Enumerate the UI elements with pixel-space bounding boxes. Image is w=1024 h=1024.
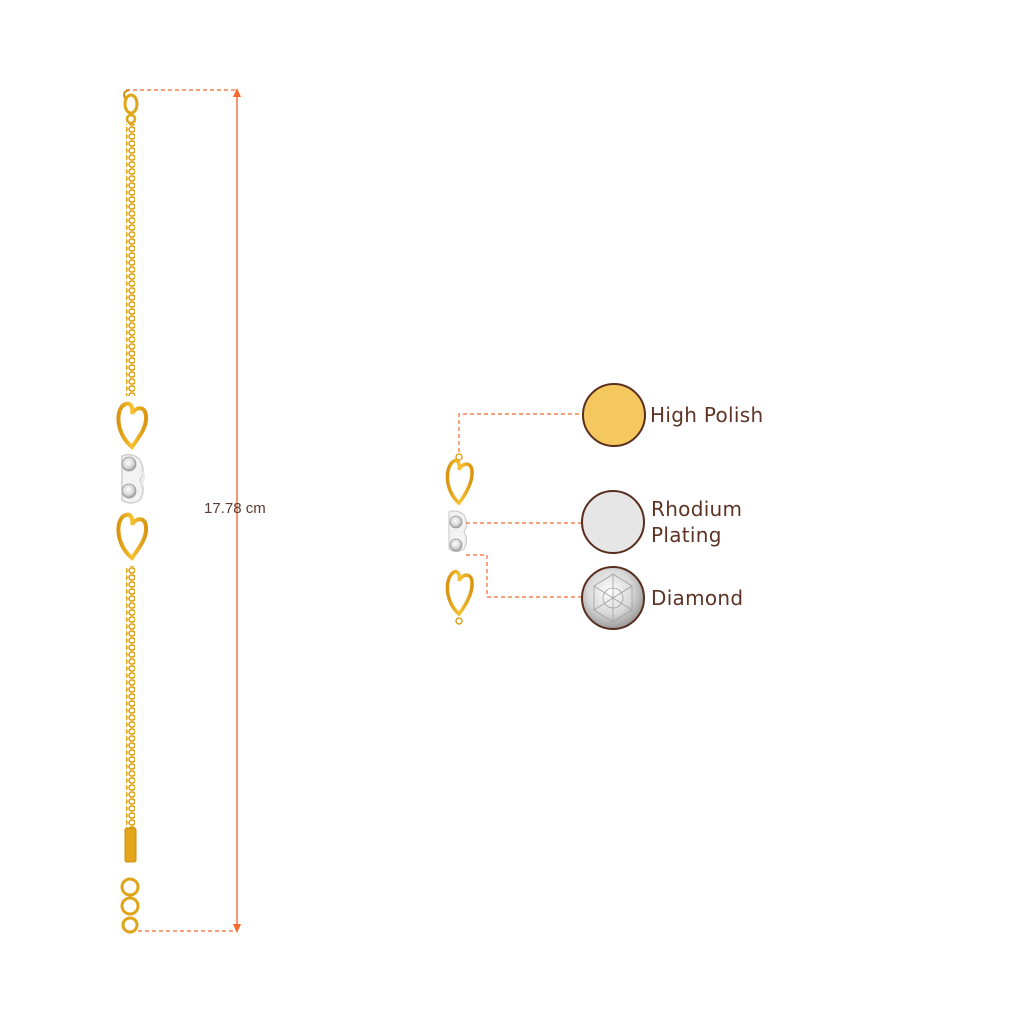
lobster-clasp — [123, 89, 139, 125]
heart-link-bottom — [116, 512, 149, 561]
arrow-up-icon — [233, 88, 241, 97]
tag-plate — [124, 827, 137, 863]
finish-label-diamond: Diamond — [651, 586, 744, 610]
diamond-heart-center — [121, 453, 145, 504]
swatch-diamond — [581, 566, 645, 630]
dimension-line — [126, 88, 241, 933]
bracelet-detail-view — [445, 453, 474, 625]
callout-line-high-polish — [458, 413, 582, 452]
swatch-rhodium-plating — [581, 490, 645, 554]
bracelet-full-view — [116, 89, 149, 934]
finish-label-high-polish: High Polish — [650, 403, 764, 427]
extension-rings — [120, 877, 140, 934]
swatch-high-polish — [582, 383, 646, 447]
detail-diamond-bottom — [449, 538, 463, 552]
chain-upper — [126, 124, 135, 396]
heart-link-top — [116, 401, 149, 450]
length-label: 17.78 cm — [204, 500, 266, 517]
callout-lines — [458, 413, 582, 598]
callout-line-diamond — [466, 554, 582, 598]
detail-heart-top — [445, 458, 474, 506]
arrow-down-icon — [233, 924, 241, 933]
detail-diamond-top — [449, 515, 463, 529]
finish-label-rhodium-plating: Rhodium Plating — [651, 497, 743, 547]
detail-heart-bottom — [445, 569, 474, 617]
chain-lower — [126, 566, 135, 828]
